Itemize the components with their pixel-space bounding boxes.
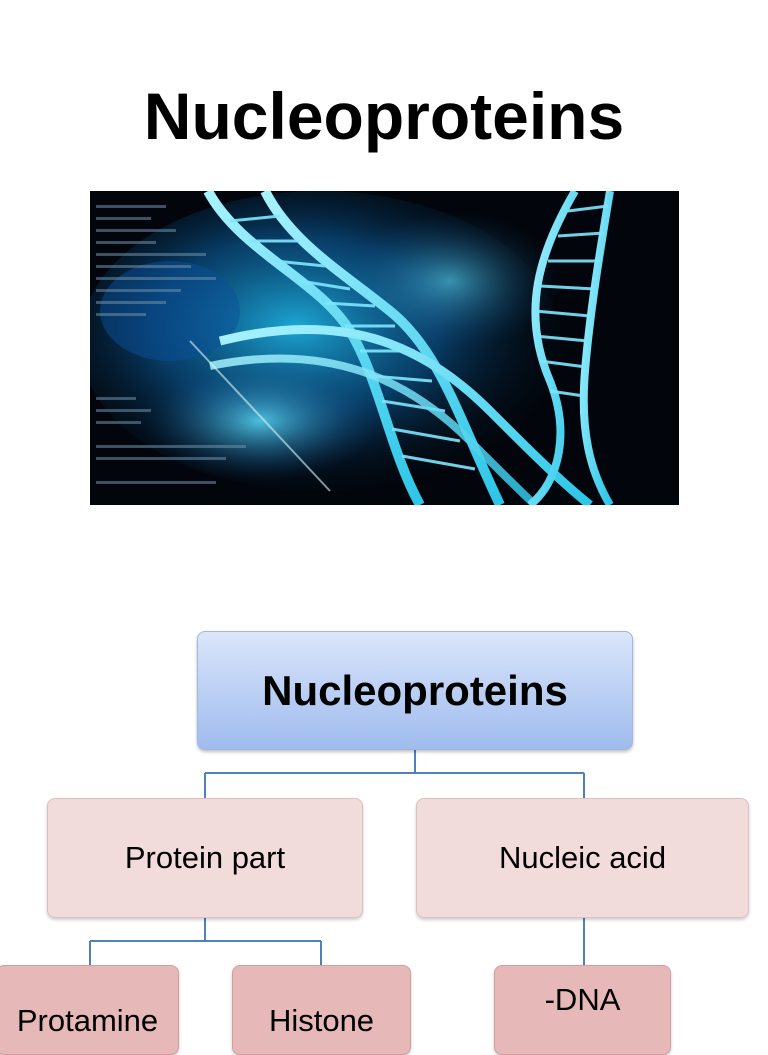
node-nucleic-acid-label: Nucleic acid bbox=[498, 840, 667, 875]
slide-title: Nucleoproteins bbox=[143, 79, 625, 153]
node-nucleic-acid: Nucleic acid bbox=[416, 798, 749, 918]
node-protamine: Protamine bbox=[0, 965, 179, 1055]
node-protein-part: Protein part bbox=[47, 798, 363, 918]
dna-helix-image bbox=[90, 191, 679, 505]
node-dna: -DNA bbox=[494, 965, 671, 1055]
node-protamine-label: Protamine bbox=[16, 1003, 159, 1038]
node-nucleoproteins: Nucleoproteins bbox=[197, 631, 633, 750]
node-histone-label: Histone bbox=[268, 1003, 375, 1038]
node-dna-label: -DNA bbox=[544, 982, 621, 1017]
node-nucleoproteins-label: Nucleoproteins bbox=[262, 666, 568, 714]
node-histone: Histone bbox=[232, 965, 411, 1055]
node-protein-part-label: Protein part bbox=[124, 840, 286, 875]
